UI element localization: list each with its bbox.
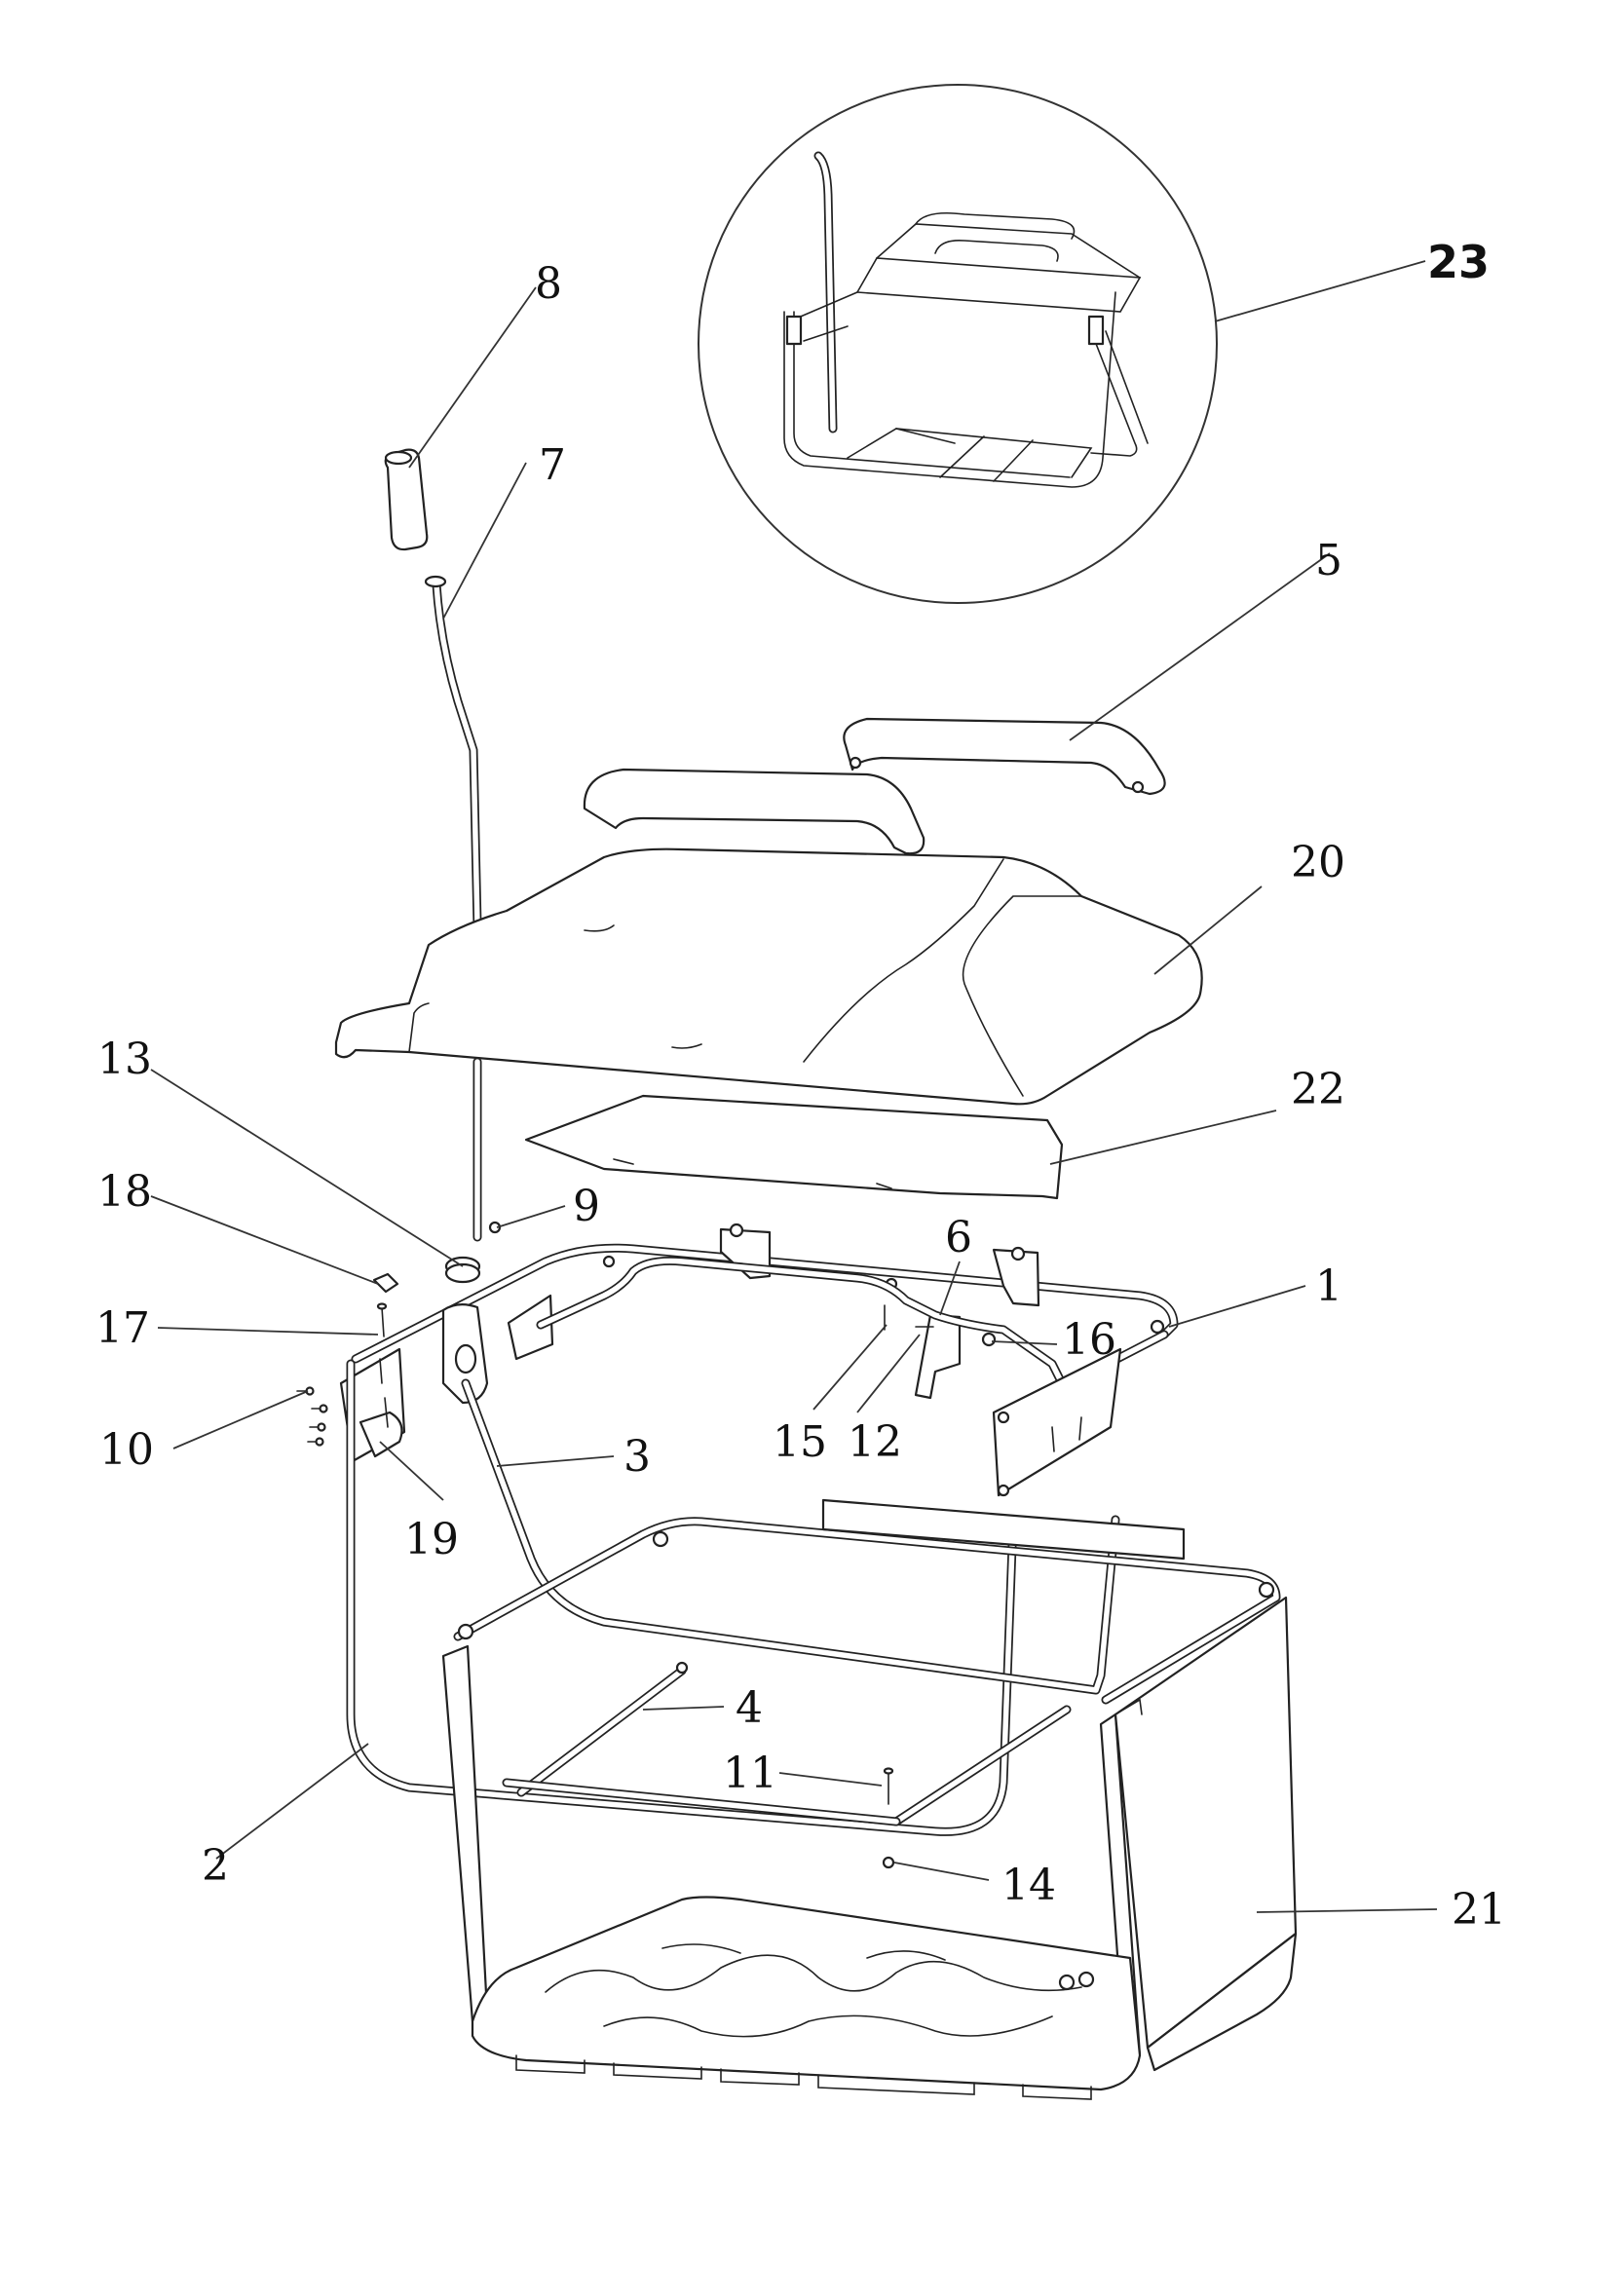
callout-11: 11	[723, 1749, 777, 1798]
nut-14-part	[882, 1856, 895, 1869]
callout-21: 21	[1452, 1885, 1506, 1935]
callout-19: 19	[404, 1515, 459, 1564]
side-bail-part	[346, 1359, 1018, 1836]
pin-17-part	[376, 1302, 388, 1337]
cross-tube-part	[461, 1378, 1120, 1695]
handle-left-part	[583, 768, 925, 855]
grip-part	[384, 448, 429, 551]
callout-12: 12	[848, 1417, 902, 1467]
collar-part	[444, 1256, 481, 1284]
callout-3: 3	[623, 1432, 651, 1482]
handle-tube-part	[424, 575, 482, 1242]
callout-2: 2	[202, 1841, 229, 1891]
callout-10: 10	[99, 1425, 154, 1475]
clip-part	[372, 1272, 399, 1294]
callout-8: 8	[535, 259, 562, 309]
screws-10-part	[296, 1386, 328, 1447]
callout-1: 1	[1315, 1261, 1342, 1311]
callout-9: 9	[573, 1182, 600, 1231]
bag-rim-part	[453, 1498, 1281, 1705]
callout-13: 13	[97, 1035, 152, 1084]
callout-22: 22	[1291, 1065, 1345, 1114]
callout-15: 15	[773, 1417, 827, 1467]
callout-18: 18	[97, 1167, 152, 1217]
callout-4: 4	[736, 1683, 763, 1733]
callout-7: 7	[539, 440, 566, 490]
cross-bar-part	[502, 1661, 1072, 1826]
inner-bail-part	[536, 1257, 1076, 1408]
callout-23: 23	[1427, 236, 1490, 288]
callout-16: 16	[1062, 1315, 1116, 1365]
lid-part	[334, 847, 1203, 1106]
callout-14: 14	[1001, 1861, 1056, 1910]
callout-6: 6	[945, 1213, 972, 1262]
right-hinge-plate-part	[992, 1347, 1122, 1497]
handle-right-part	[843, 717, 1166, 796]
bag-part	[441, 1596, 1298, 2100]
callout-17: 17	[95, 1303, 150, 1353]
bolt-11-part	[883, 1767, 894, 1805]
left-hinge-plate-part	[339, 1303, 489, 1463]
inset-assembly-detail	[698, 84, 1218, 604]
callout-5: 5	[1315, 536, 1342, 585]
plate-part	[524, 1094, 1064, 1200]
callout-20: 20	[1291, 838, 1345, 887]
leader-lines	[150, 260, 1438, 1913]
callout-labels: 1 2 3 4 5 6 7 8 9 10 11 12 13 14 15 16 1…	[95, 236, 1506, 1935]
